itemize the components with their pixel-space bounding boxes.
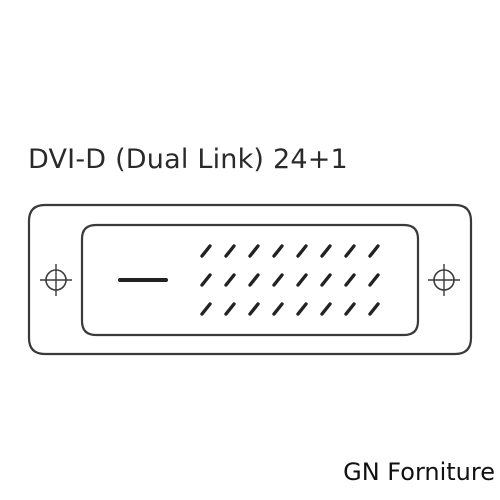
pin-contact [248,273,260,287]
pin-contact [200,273,212,287]
pin-contact [296,302,308,316]
pin-contact [344,244,356,258]
pin-contact [272,244,284,258]
pin-contact [224,244,236,258]
pin-contact [296,273,308,287]
pin-contact [272,302,284,316]
pin-contact [368,302,380,316]
brand-watermark: GN Forniture [343,458,495,486]
pin-contact [200,302,212,316]
pin-contact [224,273,236,287]
pin-contact [320,244,332,258]
pin-contact [368,244,380,258]
pin-contact [248,302,260,316]
pin-contact [224,302,236,316]
pin-contact [320,273,332,287]
connector-outer-shell [27,203,473,356]
pin-contact [200,244,212,258]
pin-contact [248,244,260,258]
pin-contact [368,273,380,287]
connector-inner-housing [80,223,420,337]
pin-contact [344,273,356,287]
pin-contact [344,302,356,316]
pin-grid [200,244,380,316]
left-screw-hole-icon [40,264,72,296]
diagram-title: DVI-D (Dual Link) 24+1 [28,144,348,175]
pin-contact [296,244,308,258]
pin-contact [320,302,332,316]
pin-contact [272,273,284,287]
right-screw-hole-icon [428,264,460,296]
